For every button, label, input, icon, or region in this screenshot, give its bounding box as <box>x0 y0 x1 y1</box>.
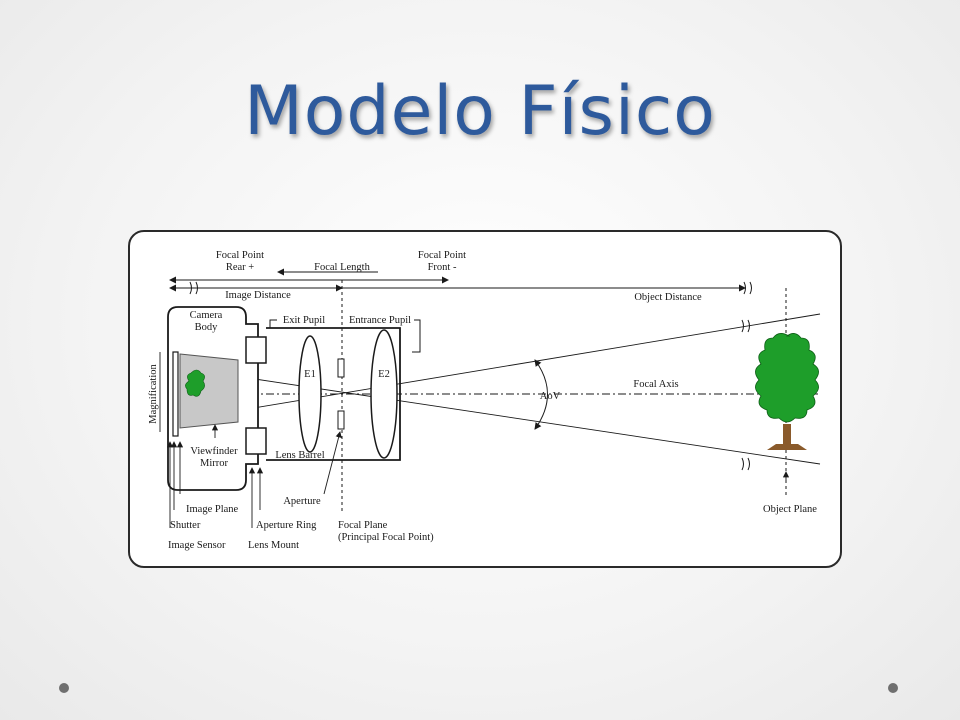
focal-point-rear-label: Focal Point <box>216 250 264 261</box>
entrance-pupil-label: Entrance Pupil <box>349 315 411 326</box>
light-rays <box>174 313 821 465</box>
aperture-ring-label: Aperture Ring <box>256 520 317 531</box>
focal-plane-sub: (Principal Focal Point) <box>338 532 434 543</box>
focal-axis-label: Focal Axis <box>633 379 678 390</box>
focal-point-rear-sub: Rear + <box>226 262 254 273</box>
aperture-label: Aperture <box>283 496 321 507</box>
lens-mount-label: Lens Mount <box>248 540 299 551</box>
slide-corner-dot-right <box>888 683 898 693</box>
focal-point-front-sub: Front - <box>428 262 457 273</box>
lens-e2 <box>370 329 398 459</box>
magnification-label: Magnification <box>148 364 159 424</box>
image-sensor <box>172 351 179 437</box>
focal-point-front-label: Focal Point <box>418 250 466 261</box>
slide-title: Modelo Físico <box>244 72 716 151</box>
e2-label: E2 <box>378 369 390 380</box>
camera-body-label: Camera <box>190 310 223 321</box>
aov-label: AoV <box>540 391 561 402</box>
lens-barrel-label: Lens Barrel <box>275 450 324 461</box>
slide-corner-dot-left <box>59 683 69 693</box>
aperture-bottom <box>337 410 345 430</box>
object-distance-label: Object Distance <box>634 292 702 303</box>
focal-length-label: Focal Length <box>314 262 370 273</box>
viewfinder-sub: Mirror <box>200 458 228 469</box>
camera-diagram: Focal Point Rear + Focal Length Focal Po… <box>128 230 842 568</box>
aperture-top <box>337 358 345 378</box>
image-plane-label: Image Plane <box>186 504 239 515</box>
lens-e1 <box>298 335 322 453</box>
aov-arc <box>534 359 548 430</box>
viewfinder-label: Viewfinder <box>190 446 238 457</box>
image-distance-label: Image Distance <box>225 290 291 301</box>
exit-pupil-label: Exit Pupil <box>283 315 325 326</box>
distance-arrows <box>169 268 752 471</box>
focal-plane-label: Focal Plane <box>338 520 388 531</box>
object-plane-label: Object Plane <box>763 504 817 515</box>
camera-body-sub: Body <box>195 322 219 333</box>
e1-label: E1 <box>304 369 316 380</box>
lens-mount-bottom <box>245 427 267 455</box>
image-sensor-label: Image Sensor <box>168 540 226 551</box>
image-tree <box>185 369 205 397</box>
tree-object <box>755 333 819 450</box>
shutter-label: Shutter <box>170 520 201 531</box>
lens-mount-top <box>245 336 267 364</box>
